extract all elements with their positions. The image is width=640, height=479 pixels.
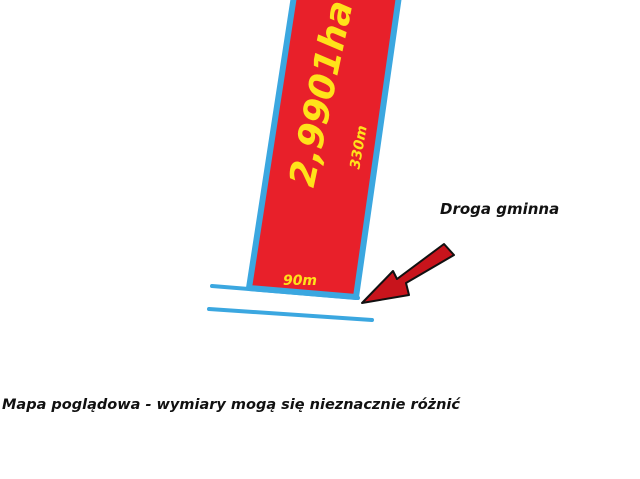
disclaimer-text: Mapa poglądowa - wymiary mogą się niezna… <box>2 397 460 413</box>
road-line-lower <box>207 307 374 322</box>
road-label: Droga gminna <box>440 200 560 218</box>
road-line-upper <box>210 284 360 300</box>
plot-length-label: 330m <box>347 124 370 170</box>
plot-width-label: 90m <box>283 273 317 289</box>
road-pointer-arrow <box>361 243 455 304</box>
